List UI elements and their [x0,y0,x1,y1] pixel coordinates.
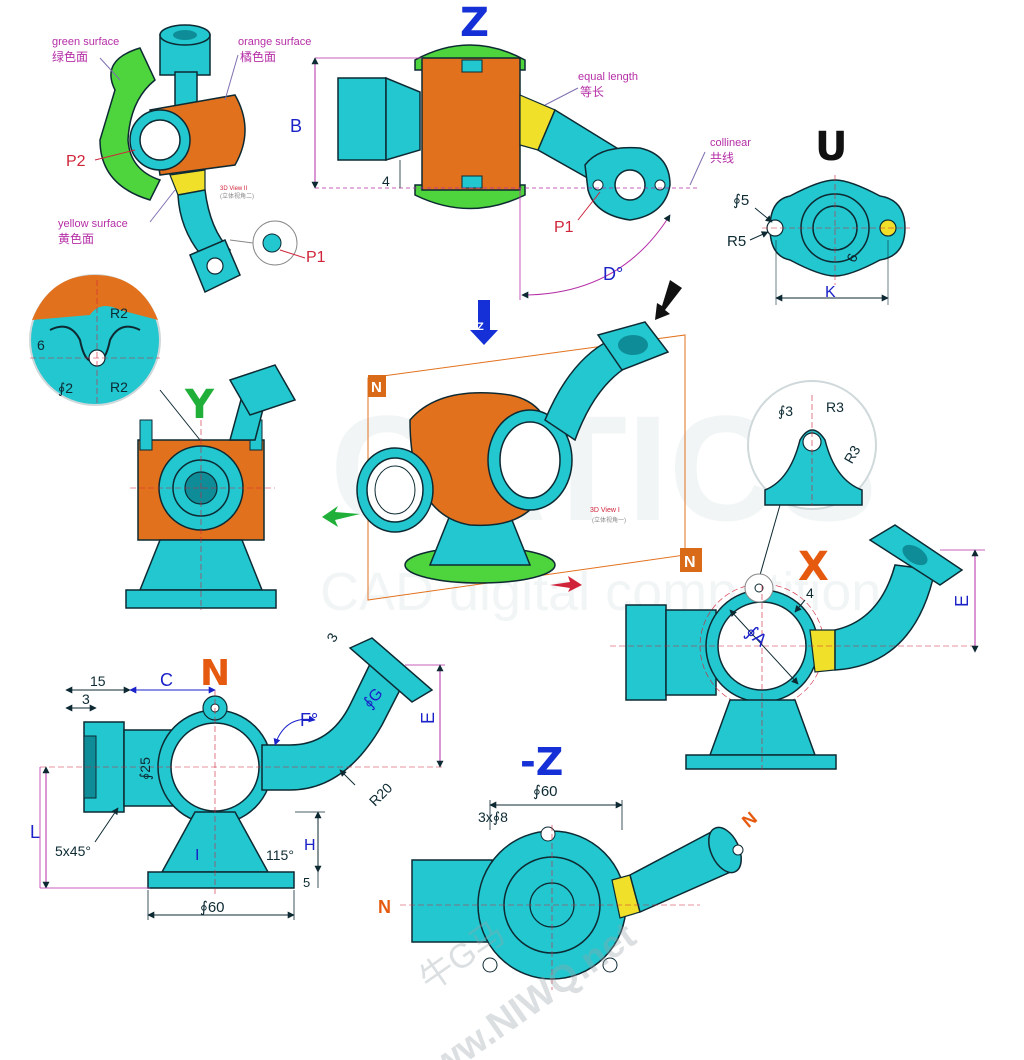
dim-l: L [30,822,40,842]
dim-d: D° [603,264,623,284]
label-collinear: collinear [710,137,751,149]
dim-r2-y-b: R2 [110,379,128,395]
view-n: N 15 3 C 3 ∮G F° E ∮25 R20 [30,630,445,920]
dim-dia25: ∮25 [137,757,153,780]
label-p1-z: P1 [554,219,574,236]
dim-angle115: 115° [266,847,294,863]
dim-dia2-y: ∮2 [58,380,73,396]
label-equal-length-cn: 等长 [580,85,604,99]
dim-dia5-u: ∮5 [733,192,749,209]
pin-n-b-label: N [684,554,696,571]
view-direction-arrows: Z [470,280,682,345]
dim-f: F° [300,710,318,730]
view-z: Z B 4 equal length 等长 collinear 共线 P1 [290,0,751,300]
dim-four-z: 4 [382,173,390,189]
dim-three-n: 3 [82,691,90,707]
view-minus-z: -Z ∮60 3x∮8 N N [378,740,761,990]
n-marker-bottom-left: N [378,897,391,917]
dim-k: K [825,284,836,301]
label-green-surface: green surface [52,36,119,48]
label-view-one-cn: (立体视角一) [592,516,626,524]
dim-holes: 3x∮8 [478,809,508,825]
dim-h: H [304,837,316,854]
view-letter-n: N [200,653,230,694]
n-marker-bottom-right: N [738,808,761,832]
label-view-two: 3D View II [220,186,248,192]
dim-five: 5 [303,875,310,890]
view-u: U ∮5 R5 6 K [727,124,910,305]
pin-n-a-label: N [371,379,382,396]
dim-chamfer: 5x45° [55,843,91,859]
dim-three-top: 3 [323,630,341,645]
label-view-one: 3D View I [590,507,620,514]
dim-r5-u: R5 [727,233,746,250]
label-orange-surface-cn: 橘色面 [240,49,276,64]
pin-n-b [680,548,702,572]
dim-r3-x-b: R3 [841,442,864,466]
view-letter-minus-z: -Z [520,740,563,784]
dim-c: C [160,670,173,690]
label-equal-length: equal length [578,71,638,83]
label-green-surface-cn: 绿色面 [52,49,88,64]
dim-b: B [290,116,302,136]
dim-e-x: E [952,595,972,607]
dim-r3-x-a: R3 [826,399,844,415]
dim-fifteen: 15 [90,673,106,689]
label-yellow-surface: yellow surface [58,218,128,230]
view-letter-z: Z [460,0,489,46]
dim-six-y: 6 [37,337,45,353]
dim-four-x: 4 [806,585,814,601]
label-p1-top: P1 [306,249,326,266]
view-3d-two: green surface 绿色面 orange surface 橘色面 yel… [52,24,326,294]
dim-dia3-x: ∮3 [778,403,793,419]
dim-e-n: E [418,712,438,724]
view-y: R2 R2 6 ∮2 Y [29,274,297,610]
dim-r2-y-a: R2 [110,305,128,321]
view-letter-x: X [798,544,829,590]
dim-i: I [195,847,199,864]
pin-n-a [368,375,386,397]
label-p2-top: P2 [66,153,86,170]
view-letter-u: U [815,124,847,170]
dim-dia60-mz: ∮60 [533,783,558,800]
label-collinear-cn: 共线 [710,151,734,165]
view-3d-one: N N 3D View I (立体视角一) [322,321,702,601]
label-yellow-surface-cn: 黄色面 [58,232,94,246]
label-orange-surface: orange surface [238,36,311,48]
label-view-two-cn: (立体视角二) [220,192,254,200]
arrow-z-label: Z [477,321,484,333]
view-x: ∮3 R3 R3 X 4 ∮A E [610,380,985,770]
dim-dia60-n: ∮60 [200,899,225,916]
view-letter-y: Y [184,382,215,428]
dim-r20: R20 [366,780,396,810]
